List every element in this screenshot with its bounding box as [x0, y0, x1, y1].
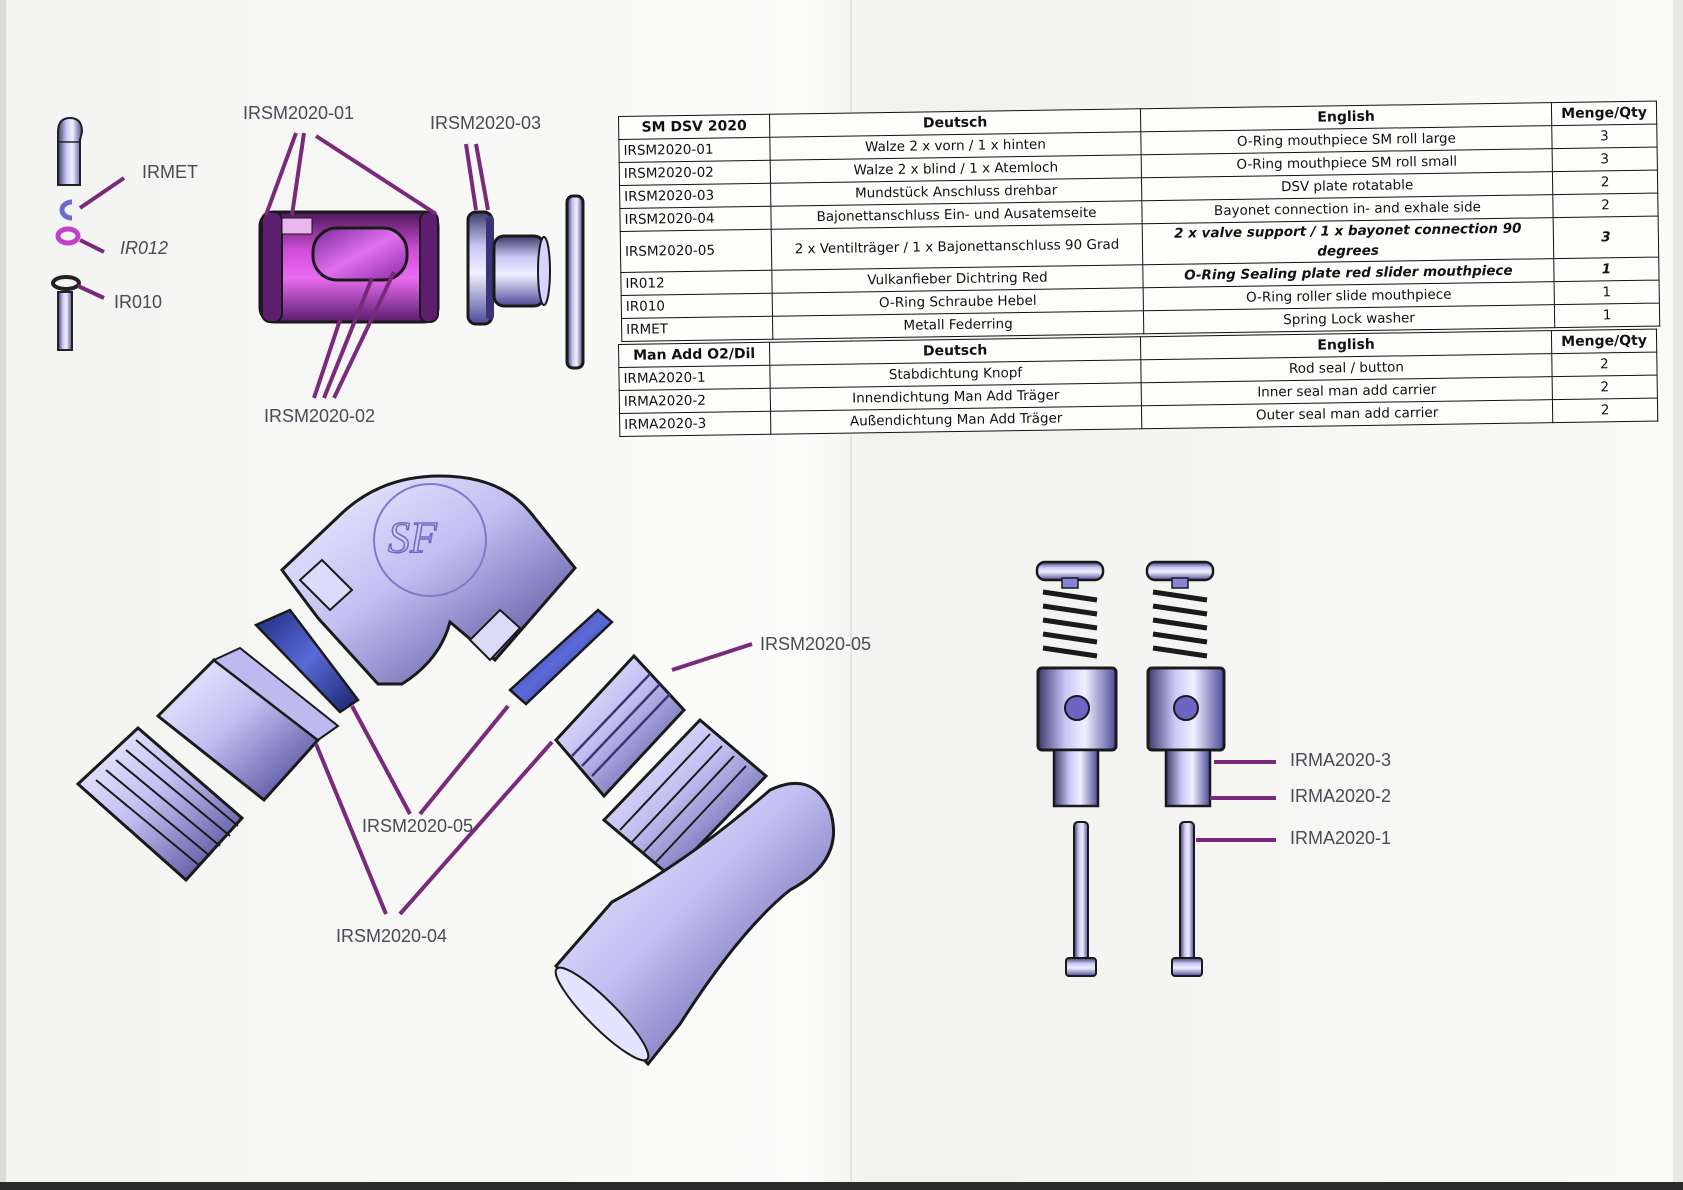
- cell-code: IRSM2020-05: [620, 229, 772, 273]
- callout-irma2020-1: IRMA2020-1: [1290, 828, 1392, 848]
- man-add-valve-left: [1035, 560, 1118, 977]
- cell-qty: 2: [1552, 398, 1658, 423]
- cell-deutsch: 2 x Ventilträger / 1 x Bajonettanschluss…: [771, 223, 1143, 271]
- cell-code: IRMET: [621, 316, 773, 342]
- valve-support-right: [553, 653, 687, 799]
- header-qty: Menge/Qty: [1551, 329, 1657, 354]
- callout-irsm2020-05-mid: IRSM2020-05: [362, 816, 474, 836]
- callout-irma2020-2: IRMA2020-2: [1290, 786, 1392, 806]
- cell-deutsch: Metall Federring: [772, 310, 1144, 340]
- paper-edge-bottom: [0, 1182, 1683, 1190]
- callout-irmet: IRMET: [142, 162, 198, 182]
- cell-qty: 2: [1552, 170, 1658, 195]
- elbow-body: SF: [279, 474, 577, 686]
- ir012-rings: [55, 199, 81, 246]
- cell-qty: 1: [1553, 257, 1660, 282]
- cell-qty: 1: [1554, 280, 1660, 305]
- cell-qty: 3: [1552, 147, 1658, 172]
- cell-code: IRMA2020-3: [619, 411, 771, 437]
- callout-ir012: IR012: [120, 238, 169, 258]
- callout-irsm2020-01: IRSM2020-01: [243, 103, 355, 123]
- cell-qty: 3: [1553, 216, 1659, 259]
- header-code: SM DSV 2020: [618, 114, 770, 140]
- plate-edge: [565, 194, 585, 370]
- callout-irsm2020-02: IRSM2020-02: [264, 406, 376, 426]
- cell-qty: 1: [1554, 303, 1660, 328]
- cell-deutsch: Außendichtung Man Add Träger: [770, 405, 1142, 435]
- bayonet-knurl-left: [75, 725, 245, 883]
- bayonet-knurl-right: [601, 717, 769, 879]
- callout-irsm2020-05-right: IRSM2020-05: [760, 634, 872, 654]
- header-code: Man Add O2/Dil: [618, 342, 770, 368]
- cell-code: IRSM2020-04: [619, 206, 772, 232]
- callout-irma2020-3: IRMA2020-3: [1290, 750, 1392, 770]
- cell-english: 2 x valve support / 1 x bayonet connecti…: [1142, 217, 1554, 265]
- parts-table-sm-dsv: SM DSV 2020 Deutsch English Menge/Qty IR…: [618, 100, 1661, 342]
- mouthpiece-roll: [258, 210, 440, 324]
- header-qty: Menge/Qty: [1551, 101, 1657, 126]
- parts-table-man-add: Man Add O2/Dil Deutsch English Menge/Qty…: [618, 328, 1659, 437]
- cell-code: IRSM2020-03: [619, 183, 771, 209]
- cell-qty: 3: [1551, 124, 1658, 149]
- irmet-bolt: [57, 116, 84, 186]
- paper-edge-left: [0, 0, 6, 1190]
- man-add-valve-right: [1145, 560, 1226, 977]
- valve-ring-left: [253, 608, 360, 714]
- cell-qty: 2: [1552, 193, 1659, 218]
- cell-code: IRSM2020-01: [618, 137, 771, 163]
- callout-ir010: IR010: [114, 292, 163, 312]
- dsv-plate: [466, 210, 551, 326]
- cell-code: IRMA2020-1: [618, 365, 771, 391]
- cell-code: IRMA2020-2: [619, 388, 771, 414]
- cell-code: IRSM2020-02: [619, 160, 771, 186]
- paper-fold-line: [850, 0, 852, 1190]
- callout-irsm2020-04: IRSM2020-04: [336, 926, 448, 946]
- sf-logo-mark: SF: [388, 513, 438, 562]
- elbow-tube: [553, 781, 835, 1067]
- cell-qty: 2: [1552, 375, 1658, 400]
- cell-qty: 2: [1551, 352, 1658, 377]
- valve-support-left: [155, 646, 340, 803]
- cell-code: IR010: [621, 293, 773, 319]
- callout-irsm2020-03: IRSM2020-03: [430, 113, 542, 133]
- leader-lines: [77, 132, 1276, 916]
- cell-code: IR012: [620, 270, 773, 296]
- ir010-screw: [51, 275, 81, 351]
- valve-ring-right: [508, 608, 614, 706]
- paper-edge-right: [1673, 0, 1683, 1190]
